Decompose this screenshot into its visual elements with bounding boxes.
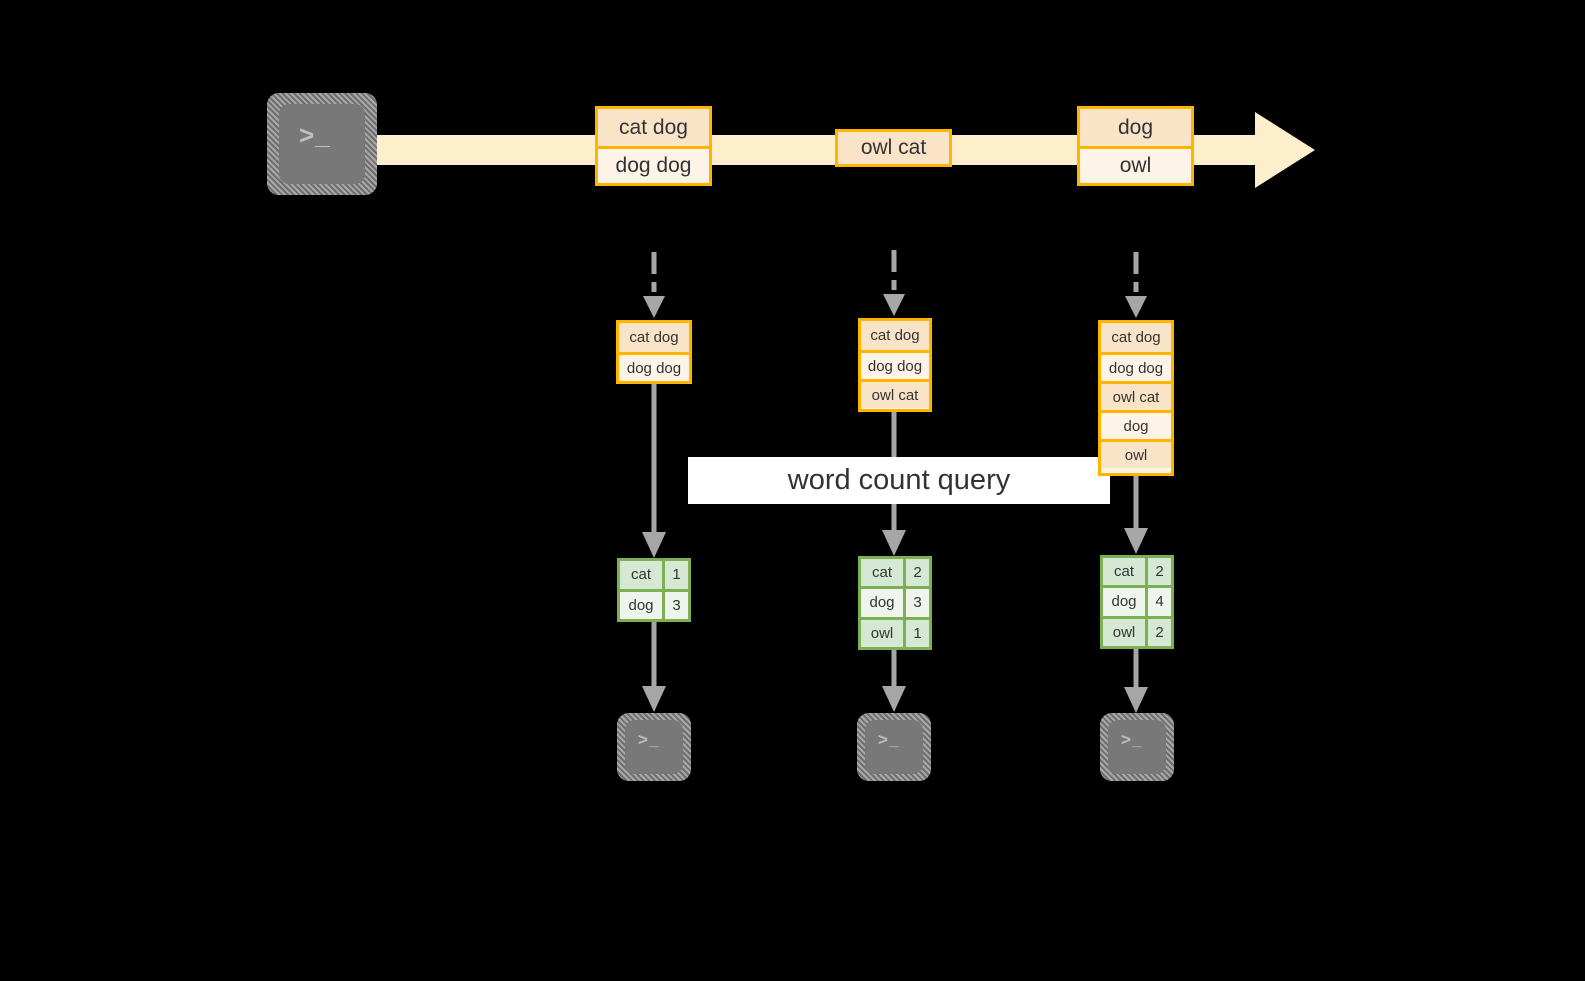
snapshot-3-word-1: cat <box>1103 558 1145 586</box>
snapshot-1-sink-terminal[interactable]: >_ <box>617 713 691 781</box>
snapshot-3-stack[interactable]: cat dog dog dog owl cat dog owl <box>1098 320 1174 476</box>
snapshot-2-count-2: 3 <box>903 589 929 617</box>
table-row: cat 2 <box>861 559 929 587</box>
snapshot-1-count-2: 3 <box>662 591 688 619</box>
stream-event-1-line-2: dog dog <box>598 146 709 183</box>
snapshot-3-count-3: 2 <box>1145 618 1171 646</box>
table-row: dog 3 <box>620 588 688 619</box>
snapshot-1-word-2: dog <box>620 591 662 619</box>
word-count-query-label: word count query <box>787 464 1011 496</box>
terminal-prompt-icon: >_ <box>299 120 331 150</box>
snapshot-1-result-table[interactable]: cat 1 dog 3 <box>617 558 691 622</box>
table-row: cat 2 <box>1103 558 1171 586</box>
snapshot-3-stack-item-4: dog <box>1101 410 1171 439</box>
snapshot-1-sink-arrow <box>642 622 666 712</box>
snapshot-2-stack[interactable]: cat dog dog dog owl cat <box>858 318 932 412</box>
terminal-screen <box>279 104 365 184</box>
snapshot-1-stack-item-1: cat dog <box>619 323 689 352</box>
stream-event-2-line-1: owl cat <box>838 132 949 164</box>
snapshot-3-count-1: 2 <box>1145 558 1171 586</box>
stream-event-1-line-1: cat dog <box>598 109 709 146</box>
snapshot-3-result-table[interactable]: cat 2 dog 4 owl 2 <box>1100 555 1174 649</box>
table-row: cat 1 <box>620 561 688 589</box>
snapshot-3-sink-terminal[interactable]: >_ <box>1100 713 1174 781</box>
table-row: owl 1 <box>861 616 929 647</box>
stream-event-2[interactable]: owl cat <box>835 129 952 167</box>
terminal-prompt-icon: >_ <box>878 730 900 749</box>
terminal-prompt-icon: >_ <box>1121 730 1143 749</box>
snapshot-2-dashed-arrow <box>883 250 905 316</box>
snapshot-3-stack-item-3: owl cat <box>1101 381 1171 410</box>
snapshot-1-word-1: cat <box>620 561 662 589</box>
terminal-screen <box>625 720 683 774</box>
terminal-screen <box>1108 720 1166 774</box>
terminal-screen <box>865 720 923 774</box>
stream-event-3[interactable]: dog owl <box>1077 106 1194 186</box>
stream-event-3-line-2: owl <box>1080 146 1191 183</box>
snapshot-3-dashed-arrow <box>1125 252 1147 318</box>
snapshot-1-dashed-arrow <box>643 252 665 318</box>
snapshot-2-count-1: 2 <box>903 559 929 587</box>
table-row: dog 4 <box>1103 585 1171 616</box>
snapshot-2-stack-item-1: cat dog <box>861 321 929 350</box>
snapshot-2-word-1: cat <box>861 559 903 587</box>
snapshot-1-query-arrow <box>642 384 666 558</box>
snapshot-3-stack-item-2: dog dog <box>1101 352 1171 381</box>
snapshot-2-word-3: owl <box>861 619 903 647</box>
stream-event-1[interactable]: cat dog dog dog <box>595 106 712 186</box>
snapshot-2-count-3: 1 <box>903 619 929 647</box>
snapshot-2-stack-item-2: dog dog <box>861 350 929 379</box>
source-terminal[interactable]: >_ <box>267 93 377 195</box>
table-row: dog 3 <box>861 586 929 617</box>
snapshot-3-stack-item-1: cat dog <box>1101 323 1171 352</box>
snapshot-3-count-2: 4 <box>1145 588 1171 616</box>
snapshot-1-stack-item-2: dog dog <box>619 352 689 381</box>
snapshot-2-sink-arrow <box>882 650 906 712</box>
table-row: owl 2 <box>1103 615 1171 646</box>
snapshot-2-result-table[interactable]: cat 2 dog 3 owl 1 <box>858 556 932 650</box>
snapshot-2-word-2: dog <box>861 589 903 617</box>
snapshot-3-word-2: dog <box>1103 588 1145 616</box>
stream-event-3-line-1: dog <box>1080 109 1191 146</box>
word-count-query-banner: word count query <box>688 457 1110 504</box>
snapshot-1-count-1: 1 <box>662 561 688 589</box>
snapshot-3-sink-arrow <box>1124 649 1148 713</box>
snapshot-1-stack[interactable]: cat dog dog dog <box>616 320 692 384</box>
snapshot-2-stack-item-3: owl cat <box>861 379 929 408</box>
terminal-prompt-icon: >_ <box>638 730 660 749</box>
snapshot-3-word-3: owl <box>1103 618 1145 646</box>
snapshot-2-sink-terminal[interactable]: >_ <box>857 713 931 781</box>
snapshot-3-query-arrow <box>1124 476 1148 554</box>
snapshot-3-stack-item-5: owl <box>1101 439 1171 468</box>
